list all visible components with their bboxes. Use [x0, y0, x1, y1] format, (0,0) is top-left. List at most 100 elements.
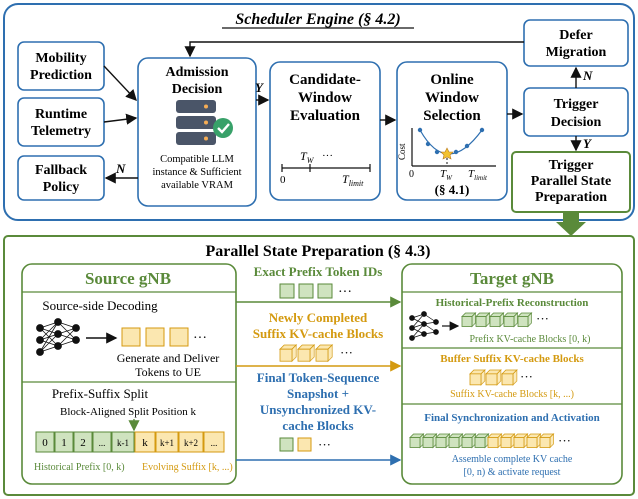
generate-line-1: Generate and Deliver	[117, 351, 220, 365]
admission-caption-3: available VRAM	[161, 180, 233, 191]
timeline-zero: 0	[280, 174, 286, 186]
prefix-suffix-cell-label: 2	[80, 437, 86, 449]
kv-block-cube	[422, 433, 438, 449]
prefix-suffix-cell	[92, 431, 112, 453]
candidate-timeline: 0 TW ··· Tlimit	[280, 149, 371, 188]
kv-block-cube	[489, 312, 505, 328]
buffer-suffix-caption: Suffix KV-cache Blocks [k, ...)	[450, 389, 574, 400]
kv-block-cube	[448, 433, 464, 449]
exact-prefix-squares: ···	[279, 283, 352, 300]
newly-completed-line-1: Newly Completed	[269, 310, 368, 325]
newly-completed-cubes: ···	[279, 344, 353, 363]
fallback-line-2: Policy	[43, 180, 80, 195]
trigger-parallel-line-3: Preparation	[535, 190, 607, 205]
trigger-decision-line-1: Trigger	[554, 97, 599, 112]
scheduler-title: Scheduler Engine (§ 4.2)	[235, 11, 400, 28]
prefix-suffix-cell-label: 0	[42, 437, 48, 449]
kv-block-cube	[539, 433, 555, 449]
kv-block-cube	[409, 433, 425, 449]
prefix-suffix-cell-label: ...	[211, 438, 218, 448]
source-decoding-label: Source-side Decoding	[42, 298, 158, 313]
prefix-suffix-cell	[111, 431, 135, 453]
down-green-arrow	[556, 212, 586, 236]
svg-text:···: ···	[193, 331, 207, 346]
kv-block-cube	[501, 369, 518, 386]
target-gnb-title: Target gNB	[470, 269, 554, 288]
kv-block-cube	[475, 312, 491, 328]
source-gnb-box	[21, 263, 237, 485]
final-snapshot-icons: ···	[279, 437, 331, 452]
final-sync-title: Final Synchronization and Activation	[424, 412, 600, 424]
prefix-suffix-cell-label: k	[142, 437, 148, 449]
generate-line-2: Tokens to UE	[135, 365, 201, 379]
prefix-suffix-cell	[54, 431, 74, 453]
kv-block-cube	[435, 433, 451, 449]
timeline-tlimit: Tlimit	[342, 172, 364, 188]
trigger-parallel-line-2: Parallel State	[531, 174, 611, 189]
kv-block-cube	[461, 312, 477, 328]
prefix-suffix-cell	[134, 431, 156, 453]
exact-prefix-label: Exact Prefix Token IDs	[254, 264, 383, 279]
timeline-tw: TW	[300, 149, 315, 165]
admission-caption-1: Compatible LLM	[160, 154, 234, 165]
admission-line-2: Decision	[172, 82, 223, 97]
kv-block-cube	[503, 312, 519, 328]
hist-prefix-label: Historical Prefix [0, k)	[34, 462, 125, 473]
label-no-fallback: N	[115, 161, 126, 176]
kv-block-cube	[526, 433, 542, 449]
final-snapshot-line-3: Unsynchronized KV-	[260, 402, 376, 417]
final-snapshot-line-1: Final Token-Sequence	[257, 370, 380, 385]
kv-block-cube	[315, 344, 334, 363]
ellipsis: ···	[558, 433, 571, 448]
admission-line-1: Admission	[165, 65, 228, 80]
final-snapshot-line-4: cache Blocks	[282, 418, 353, 433]
prefix-suffix-cell-label: k-1	[117, 438, 129, 448]
kv-block-cube	[279, 344, 298, 363]
kv-block-cube	[297, 344, 316, 363]
hist-recon-title: Historical-Prefix Reconstruction	[436, 297, 589, 309]
cost-zero: 0	[409, 169, 414, 180]
split-position-label: Block-Aligned Split Position k	[60, 406, 196, 418]
prefix-suffix-cell	[35, 431, 55, 453]
optimal-star-icon	[440, 147, 454, 160]
prefix-suffix-cell	[73, 431, 93, 453]
candidate-window-box	[269, 61, 381, 201]
label-yes-admission: Y	[255, 80, 264, 95]
evolving-suffix-label: Evolving Suffix [k, ...)	[142, 462, 233, 473]
svg-text:···: ···	[338, 285, 352, 300]
prefix-suffix-cell-label: k+2	[184, 438, 198, 448]
server-icon	[176, 100, 216, 145]
final-snapshot-line-2: Snapshot +	[287, 386, 349, 401]
trigger-parallel-line-1: Trigger	[549, 158, 594, 173]
hist-recon-caption: Prefix KV-cache Blocks [0, k)	[470, 334, 591, 345]
buffer-suffix-title: Buffer Suffix KV-cache Blocks	[440, 353, 584, 365]
scheduler-arrows	[103, 41, 582, 184]
kv-block-cube	[469, 369, 486, 386]
online-line-3: Selection	[423, 108, 481, 124]
mobility-line-1: Mobility	[35, 51, 86, 66]
check-icon	[213, 118, 233, 138]
online-line-2: Window	[425, 90, 479, 106]
source-gnb-title: Source gNB	[85, 269, 171, 288]
ellipsis: ···	[520, 369, 533, 384]
kv-block-cube	[517, 312, 533, 328]
online-line-1: Online	[430, 72, 474, 88]
final-sync-caption-1: Assemble complete KV cache	[452, 454, 573, 465]
kv-block-cube	[513, 433, 529, 449]
prefix-suffix-cell	[203, 431, 225, 453]
cost-tw: TW	[440, 168, 453, 182]
prefix-suffix-cell-label: k+1	[160, 438, 174, 448]
candidate-line-1: Candidate-	[289, 72, 361, 88]
telemetry-line-1: Runtime	[35, 107, 87, 122]
candidate-line-2: Window	[298, 90, 352, 106]
fallback-line-1: Fallback	[35, 163, 87, 178]
split-title: Prefix-Suffix Split	[52, 386, 149, 401]
admission-caption-2: instance & Sufficient	[152, 167, 241, 178]
cost-ylabel: Cost	[397, 143, 407, 160]
kv-block-cube	[474, 433, 490, 449]
ellipsis: ···	[340, 345, 353, 360]
fallback-policy-box	[17, 155, 105, 201]
label-no-defer: N	[582, 68, 593, 83]
